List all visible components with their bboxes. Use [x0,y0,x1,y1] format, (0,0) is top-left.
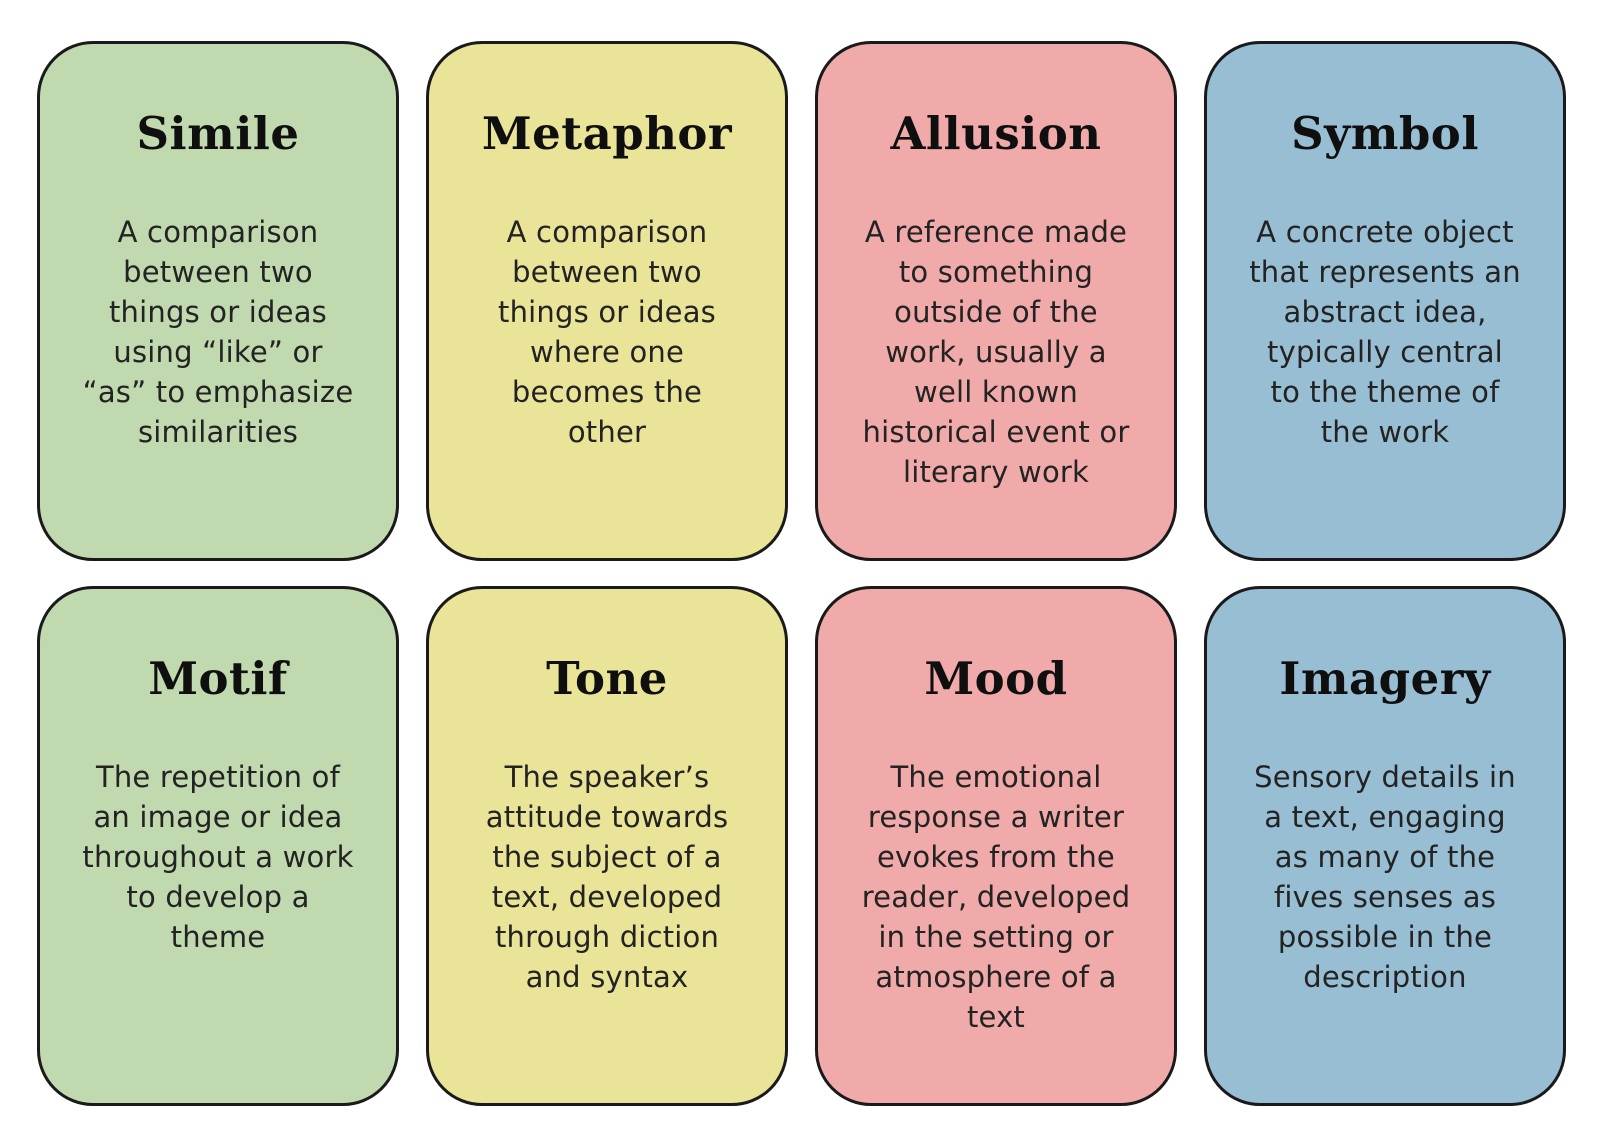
card-imagery: Imagery Sensory details in a text, engag… [1204,586,1566,1106]
card-definition-allusion: A reference made to something outside of… [862,215,1130,489]
card-definition-tone: The speaker’s attitude towards the subje… [485,760,729,994]
card-title-mood: Mood [924,652,1068,705]
card-symbol: Symbol A concrete object that represents… [1204,41,1566,561]
card-title-tone: Tone [546,652,668,705]
card-definition-metaphor: A comparison between two things or ideas… [498,215,716,449]
card-title-metaphor: Metaphor [481,107,733,160]
card-definition-motif: The repetition of an image or idea throu… [82,760,354,954]
card-tone: Tone The speaker’s attitude towards the … [426,586,788,1106]
card-definition-imagery: Sensory details in a text, engaging as m… [1254,760,1516,994]
card-definition-mood: The emotional response a writer evokes f… [861,760,1131,1034]
card-title-symbol: Symbol [1291,107,1479,160]
card-motif: Motif The repetition of an image or idea… [37,586,399,1106]
card-mood: Mood The emotional response a writer evo… [815,586,1177,1106]
card-simile: Simile A comparison between two things o… [37,41,399,561]
card-title-motif: Motif [148,652,288,705]
card-title-allusion: Allusion [890,107,1102,160]
card-metaphor: Metaphor A comparison between two things… [426,41,788,561]
card-allusion: Allusion A reference made to something o… [815,41,1177,561]
card-title-imagery: Imagery [1279,652,1491,705]
card-definition-simile: A comparison between two things or ideas… [82,215,354,449]
card-definition-symbol: A concrete object that represents an abs… [1249,215,1521,449]
card-title-simile: Simile [136,107,300,160]
